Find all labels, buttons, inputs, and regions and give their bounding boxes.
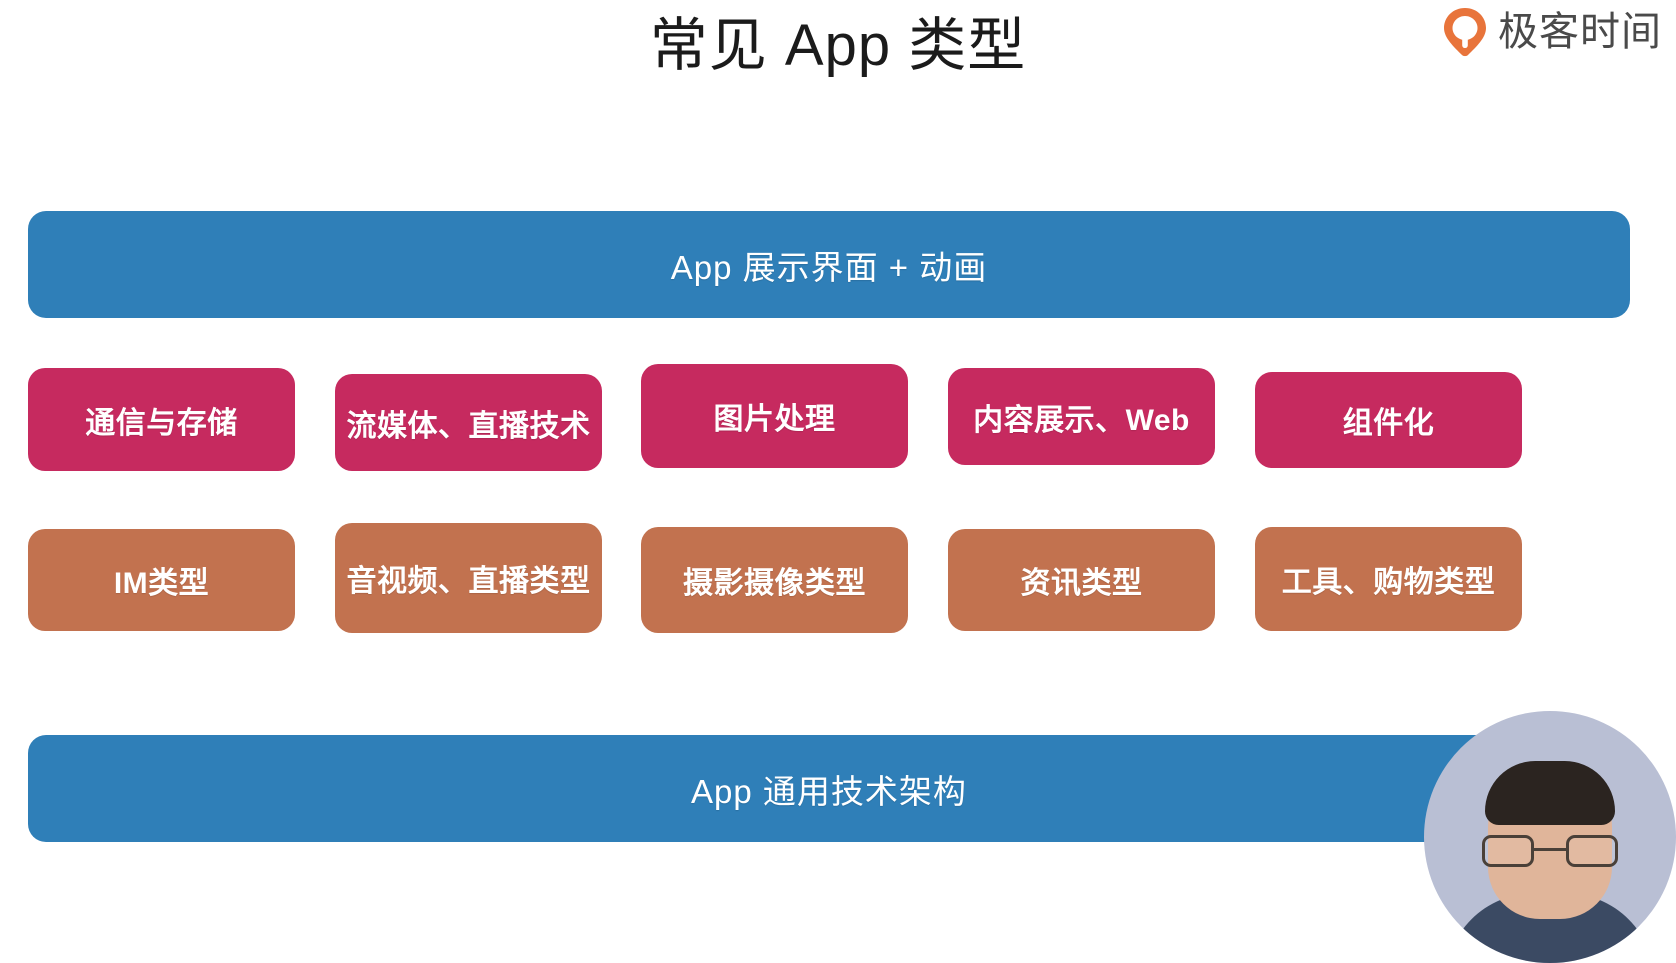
category-cell-news: 资讯类型 [948, 529, 1215, 631]
tech-cell-content-web: 内容展示、Web [948, 368, 1215, 465]
brand-name: 极客时间 [1498, 10, 1662, 54]
category-cell-photo-video: 摄影摄像类型 [641, 527, 908, 633]
category-cell-im: IM类型 [28, 529, 295, 631]
tech-cell-image-processing: 图片处理 [641, 364, 908, 468]
glasses-icon [1482, 835, 1618, 869]
page-title: 常见 App 类型 [649, 13, 1027, 78]
layer-presentation-band: App 展示界面 + 动画 [28, 211, 1630, 318]
tech-cell-communication-storage: 通信与存储 [28, 368, 295, 471]
tech-cell-componentization: 组件化 [1255, 372, 1522, 468]
tech-cell-streaming-live: 流媒体、直播技术 [335, 374, 602, 471]
brand-logo: 极客时间 [1442, 4, 1662, 60]
presenter-hair [1485, 761, 1615, 825]
layer-architecture-band: App 通用技术架构 [28, 735, 1630, 842]
category-cell-tools-shopping: 工具、购物类型 [1255, 527, 1522, 631]
geektime-pin-icon [1444, 8, 1486, 57]
presenter-webcam-avatar [1424, 711, 1676, 963]
category-cell-audio-video-live: 音视频、直播类型 [335, 523, 602, 633]
